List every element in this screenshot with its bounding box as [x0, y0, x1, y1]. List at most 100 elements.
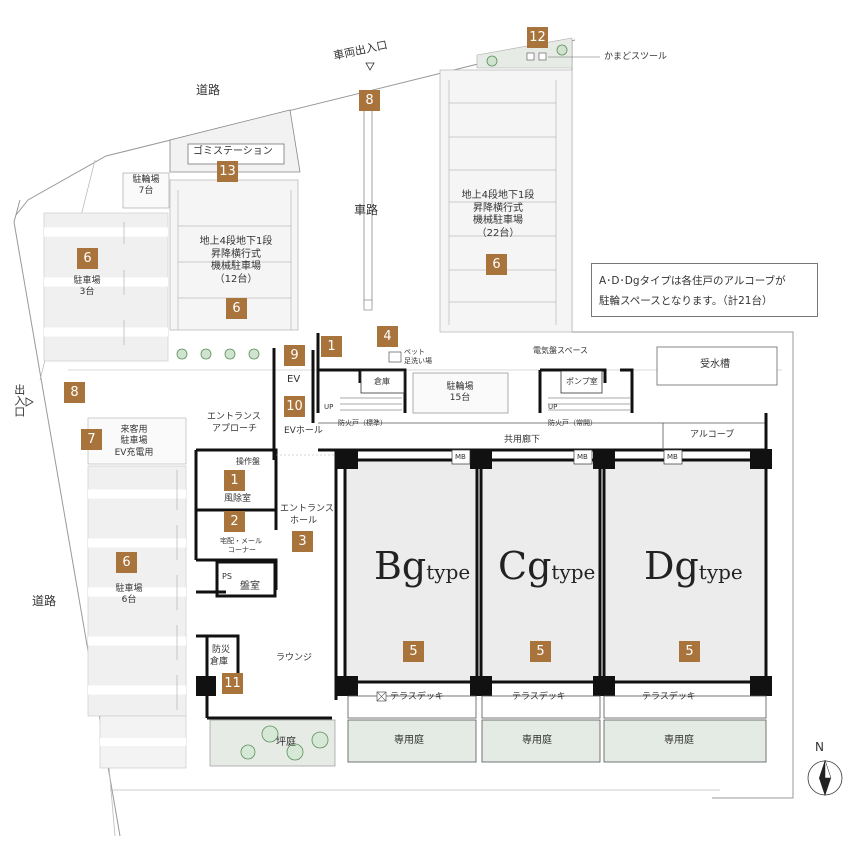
badge-10: 10: [284, 396, 305, 417]
parking-6: 駐車場 6台: [106, 584, 152, 607]
stair-up-left: UP: [324, 403, 334, 411]
mech-parking-22-l2: 昇降横行式: [473, 202, 523, 214]
unit-type-dg-sub: type: [698, 560, 743, 584]
entrance-hall-l2: ホール: [290, 516, 318, 526]
badge-5-dg: 5: [679, 641, 700, 662]
note-line-2: 駐輪スペースとなります。（計21台）: [599, 295, 773, 307]
badge-12: 12: [527, 27, 548, 48]
badge-6-mech12: 6: [226, 298, 247, 319]
private-garden-dg: 専用庭: [664, 735, 694, 746]
unit-type-cg-sub: type: [551, 560, 596, 584]
ev-label: EV: [287, 374, 301, 385]
badge-5-bg: 5: [403, 641, 424, 662]
unit-type-dg-main: Dg: [644, 544, 699, 588]
mech-parking-22: 地上4段地下1段 昇降横行式 機械駐車場 （22台）: [448, 190, 548, 240]
bike-parking-7: 駐輪場 7台: [127, 175, 165, 198]
note-line-1: A･D･Dgタイプは各住戸のアルコーブが: [599, 275, 786, 287]
parking-3-count: 3台: [79, 287, 95, 298]
garbage-station-label: ゴミステーション: [193, 146, 273, 157]
terrace-label-bg: テラスデッキ: [390, 692, 444, 702]
badge-6-park3: 6: [77, 248, 98, 269]
alcove-label: アルコーブ: [690, 430, 735, 440]
badge-1-top: 1: [321, 336, 342, 357]
unit-type-cg-main: Cg: [498, 544, 552, 588]
badge-3: 3: [292, 531, 313, 552]
bike-parking-7-title: 駐輪場: [132, 175, 160, 185]
tree-icon: [240, 725, 329, 761]
mech-parking-12-l1: 地上4段地下1段: [199, 236, 273, 247]
parking-6-count: 6台: [121, 595, 137, 606]
badge-11: 11: [222, 673, 243, 694]
mech-parking-12-l2: 昇降横行式: [211, 248, 261, 260]
firedoor-right-label: 防火戸（常開）: [548, 419, 597, 427]
parking-3: 駐車場 3台: [64, 276, 110, 299]
visitor-parking-l3: EV充電用: [114, 447, 154, 458]
disaster-storage-l2: 倉庫: [210, 657, 229, 667]
mb-label-3: MB: [667, 453, 678, 461]
firedoor-left-label: 防火戸（標準）: [338, 419, 387, 427]
badge-13: 13: [217, 161, 238, 182]
private-garden-bg: 専用庭: [394, 735, 424, 746]
mb-label-2: MB: [577, 453, 588, 461]
side-entry-label: 出入口: [12, 384, 26, 417]
note-box: A･D･Dgタイプは各住戸のアルコーブが 駐輪スペースとなります。（計21台）: [591, 263, 818, 317]
badge-6-park6: 6: [116, 552, 137, 573]
electrical-space-label: 電気盤スペース: [533, 346, 589, 355]
badge-4: 4: [377, 326, 398, 347]
windbreak-room-label: 風除室: [224, 494, 252, 504]
mech-parking-22-l4: （22台）: [476, 227, 520, 239]
water-tank-label: 受水槽: [700, 359, 730, 370]
tree-icon: [486, 44, 568, 67]
entrance-approach-l1: エントランス: [207, 412, 261, 422]
lounge-label: ラウンジ: [276, 653, 313, 663]
kamado-label: かまどスツール: [604, 52, 668, 62]
terrace-label-cg: テラスデッキ: [512, 692, 566, 702]
parking-3-title: 駐車場: [73, 276, 101, 286]
unit-type-bg: Bgtype: [374, 544, 470, 588]
badge-2: 2: [224, 511, 245, 532]
footwash-label: 足洗い場: [404, 357, 432, 365]
entrance-hall-l1: エントランス: [280, 504, 334, 514]
visitor-parking: 来客用 駐車場 EV充電用: [104, 425, 164, 459]
inner-road-label: 車路: [354, 203, 379, 217]
mech-parking-12: 地上4段地下1段 昇降横行式 機械駐車場 （12台）: [186, 236, 286, 286]
unit-type-cg: Cgtype: [498, 544, 595, 588]
panel-room-label: 盤室: [240, 581, 260, 592]
courtyard-label: 坪庭: [276, 737, 296, 748]
compass-north-label: N: [815, 740, 824, 754]
badge-7: 7: [81, 429, 102, 450]
bike-parking-15-title: 駐輪場: [446, 382, 474, 392]
mech-parking-12-l3: 機械駐車場: [211, 261, 261, 272]
ev-hall-label: EVホール: [284, 426, 323, 436]
entrance-approach-l2: アプローチ: [212, 424, 258, 434]
stair-up-right: UP: [548, 403, 558, 411]
bike-parking-15: 駐輪場 15台: [428, 382, 492, 405]
disaster-storage-l1: 防災: [212, 645, 231, 655]
ps-label: PS: [222, 572, 232, 581]
tree-icon: [176, 348, 260, 360]
delivery-corner-l1: 宅配・メール: [220, 537, 262, 545]
badge-1-entrance: 1: [224, 470, 245, 491]
corridor-label: 共用廊下: [504, 435, 541, 445]
badge-5-cg: 5: [530, 641, 551, 662]
pet-label: ペット: [404, 348, 425, 356]
visitor-parking-l2: 駐車場: [120, 436, 148, 447]
mb-label-1: MB: [455, 453, 466, 461]
badge-9: 9: [284, 345, 305, 366]
badge-8-entry: 8: [64, 382, 85, 403]
unit-type-dg: Dgtype: [644, 544, 743, 588]
badge-6-mech22: 6: [486, 254, 507, 275]
terrace-label-dg: テラスデッキ: [642, 692, 696, 702]
parking-6-title: 駐車場: [115, 584, 143, 594]
road-label-left: 道路: [32, 594, 57, 608]
visitor-parking-l1: 来客用: [120, 425, 148, 435]
delivery-corner-l2: コーナー: [228, 546, 256, 554]
mech-parking-22-l1: 地上4段地下1段: [461, 190, 535, 201]
pump-room-label: ポンプ室: [566, 377, 598, 386]
mech-parking-22-l3: 機械駐車場: [473, 215, 523, 226]
mech-parking-12-l4: （12台）: [214, 273, 258, 285]
bike-parking-15-count: 15台: [449, 393, 471, 404]
control-panel-label: 操作盤: [236, 457, 260, 466]
